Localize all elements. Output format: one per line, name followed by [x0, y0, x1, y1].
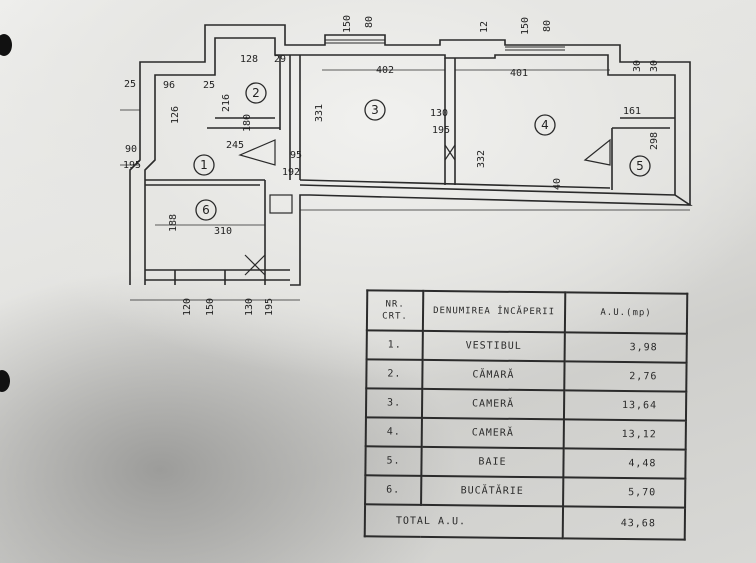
dim-label: 130 [430, 108, 448, 119]
dim-label: 95 [290, 150, 302, 161]
area-table: NR. CRT. DENUMIREA ÎNCĂPERII A.U.(mp) 1.… [364, 289, 689, 540]
row-area: 5,70 [563, 477, 686, 508]
dim-label: 30 [649, 60, 660, 72]
row-name: BAIE [421, 446, 564, 478]
row-name: CAMERĂ [421, 388, 565, 420]
row-area: 2,76 [564, 361, 687, 392]
dim-label: 128 [240, 54, 258, 65]
room-number-6: 6 [202, 203, 210, 217]
row-nr: 6. [365, 475, 422, 505]
dim-label: 195 [432, 125, 450, 136]
row-nr: 1. [366, 330, 423, 360]
table-header-row: NR. CRT. DENUMIREA ÎNCĂPERII A.U.(mp) [366, 290, 688, 334]
total-area: 43,68 [562, 506, 686, 540]
row-name: BUCĂTĂRIE [421, 475, 564, 507]
dim-label: 12 [479, 21, 490, 33]
row-nr: 4. [365, 417, 422, 447]
punch-hole-top [0, 34, 12, 56]
room-number-2: 2 [252, 86, 260, 100]
dim-label: 180 [242, 114, 253, 132]
dim-label: 29 [274, 54, 286, 65]
row-area: 3,98 [564, 332, 687, 363]
dim-label: 130 [244, 298, 255, 316]
dim-label: 331 [314, 104, 325, 122]
row-name: VESTIBUL [422, 330, 565, 362]
dim-label: 120 [182, 298, 193, 316]
room-number-3: 3 [371, 103, 379, 117]
dim-label: 25 [203, 80, 215, 91]
row-nr: 5. [365, 446, 422, 476]
header-nr: NR. CRT. [366, 290, 424, 331]
dim-label: 245 [226, 140, 244, 151]
dim-label: 150 [342, 15, 353, 33]
row-area: 13,12 [563, 419, 686, 450]
dim-label: 195 [123, 160, 141, 171]
row-nr: 2. [366, 359, 423, 389]
dim-label: 402 [376, 65, 394, 76]
header-area: A.U.(mp) [564, 292, 688, 334]
row-name: CAMERĂ [421, 417, 564, 449]
room-number-5: 5 [636, 159, 644, 173]
dim-label: 298 [649, 132, 660, 150]
dim-label: 96 [163, 80, 175, 91]
dim-label: 80 [542, 20, 553, 32]
table-row: 2. CĂMARĂ 2,76 [366, 359, 687, 392]
room-number-4: 4 [541, 118, 549, 132]
dim-label: 25 [124, 79, 136, 90]
table-row: 5. BAIE 4,48 [365, 446, 686, 479]
row-area: 13,64 [563, 390, 687, 421]
dim-label: 188 [168, 214, 179, 232]
dim-label: 310 [214, 226, 232, 237]
dim-label: 126 [170, 106, 181, 124]
dim-label: 90 [125, 144, 137, 155]
table-row: 1. VESTIBUL 3,98 [366, 330, 687, 363]
dim-label: 40 [552, 178, 563, 190]
row-name: CĂMARĂ [422, 359, 565, 391]
dim-label: 150 [520, 17, 531, 35]
dim-label: 332 [476, 150, 487, 168]
row-area: 4,48 [563, 448, 686, 479]
dim-label: 80 [364, 16, 375, 28]
punch-hole-bottom [0, 370, 10, 392]
table-row: 4. CAMERĂ 13,12 [365, 417, 686, 450]
dim-label: 192 [282, 167, 300, 178]
room-number-1: 1 [200, 158, 208, 172]
dim-label: 195 [264, 298, 275, 316]
dim-label: 150 [205, 298, 216, 316]
dim-label: 216 [221, 94, 232, 112]
table-total-row: TOTAL A.U. 43,68 [364, 504, 686, 540]
table-row: 3. CAMERĂ 13,64 [365, 388, 687, 421]
header-name: DENUMIREA ÎNCĂPERII [422, 290, 566, 333]
dim-label: 30 [632, 60, 643, 72]
row-nr: 3. [365, 388, 423, 418]
table-row: 6. BUCĂTĂRIE 5,70 [365, 475, 686, 508]
dim-label: 401 [510, 68, 528, 79]
dim-label: 161 [623, 106, 641, 117]
total-label: TOTAL A.U. [364, 504, 564, 539]
